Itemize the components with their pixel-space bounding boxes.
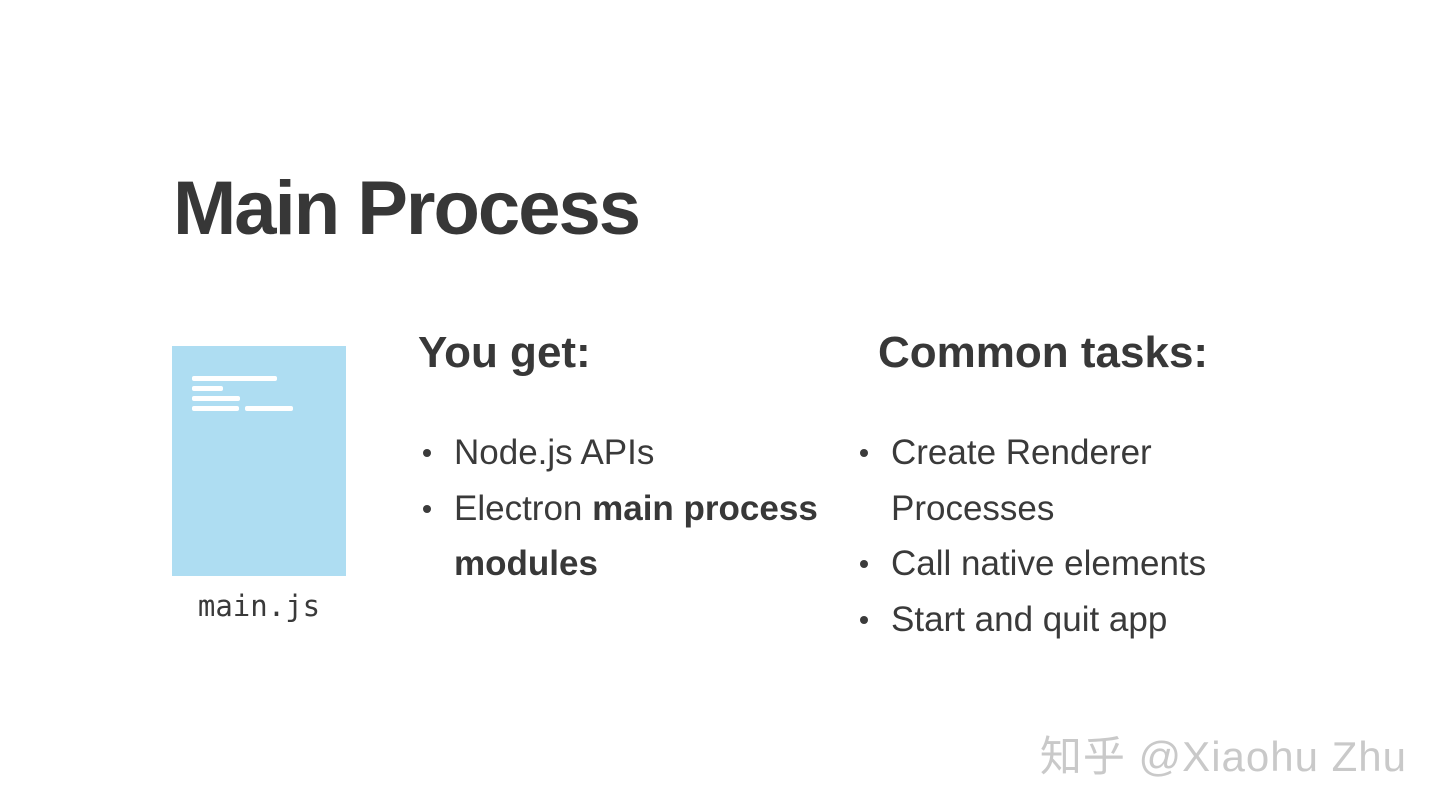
code-lines-icon <box>192 376 316 416</box>
list-item: Electron main process modules <box>423 481 834 592</box>
list-item-text: Start and quit app <box>891 599 1168 639</box>
code-line <box>192 396 240 401</box>
you-get-list: Node.js APIs Electron main process modul… <box>418 425 834 592</box>
list-item: Create Renderer Processes <box>860 425 1231 536</box>
code-line <box>245 406 293 411</box>
file-label: main.js <box>197 589 321 623</box>
list-item: Node.js APIs <box>423 425 834 481</box>
list-item-text: Node.js APIs <box>454 433 655 472</box>
file-icon <box>172 346 346 576</box>
list-item-text: Create Renderer Processes <box>891 433 1152 528</box>
common-tasks-heading: Common tasks: <box>878 328 1209 377</box>
list-item-text: Call native elements <box>891 544 1207 583</box>
common-tasks-list: Create Renderer Processes Call native el… <box>855 425 1231 647</box>
code-line <box>192 386 223 391</box>
page-title: Main Process <box>173 166 641 251</box>
list-item: Start and quit app <box>860 592 1231 648</box>
list-item: Call native elements <box>860 536 1231 592</box>
common-tasks-column: Common tasks: Create Renderer Processes … <box>855 325 1231 647</box>
list-item-text-bold: main process modules <box>454 488 818 584</box>
code-line <box>192 376 277 381</box>
watermark: 知乎 @Xiaohu Zhu <box>1039 733 1407 780</box>
file-card: main.js <box>172 346 346 623</box>
you-get-heading: You get: <box>418 328 591 377</box>
you-get-column: You get: Node.js APIs Electron main proc… <box>418 325 834 592</box>
code-line <box>192 406 239 411</box>
list-item-text: Electron <box>454 488 593 528</box>
code-line-row <box>192 406 316 416</box>
